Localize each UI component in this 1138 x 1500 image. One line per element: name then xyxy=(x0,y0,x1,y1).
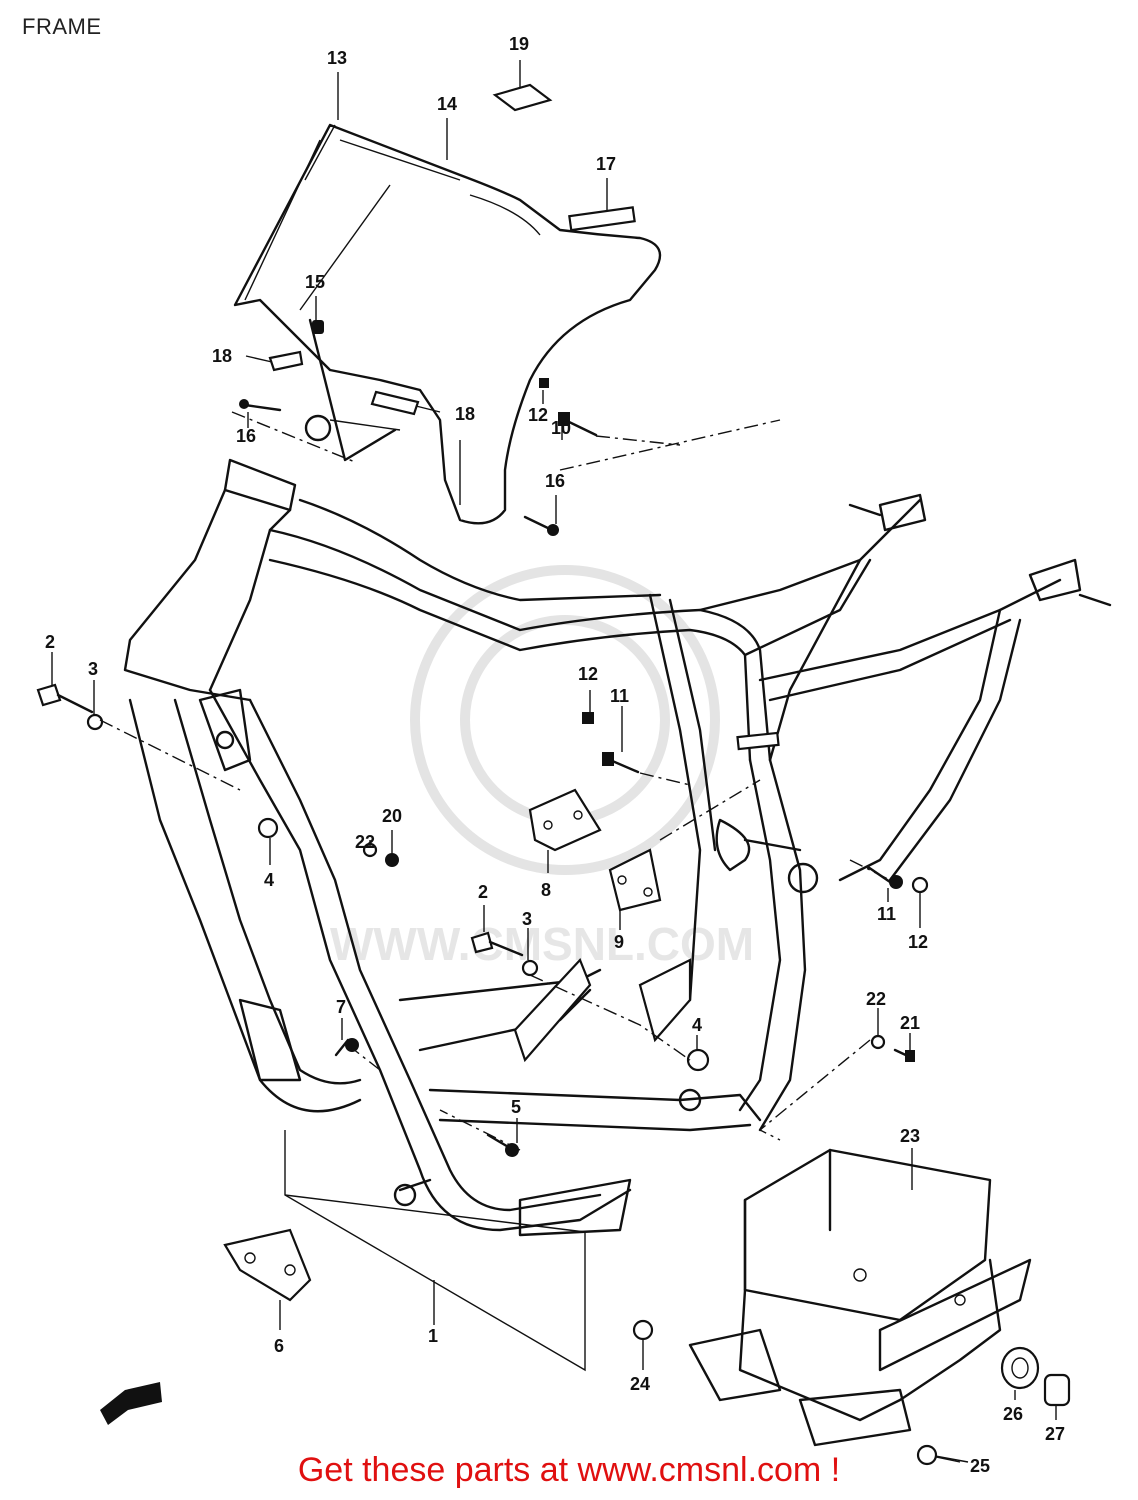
callout-16b: 16 xyxy=(545,471,565,491)
callout-2b: 2 xyxy=(478,882,488,902)
washer-3b xyxy=(521,959,539,977)
callout-17: 17 xyxy=(596,154,616,174)
callout-21: 21 xyxy=(900,1013,920,1033)
plate-17 xyxy=(568,206,636,232)
callout-8: 8 xyxy=(541,880,551,900)
callout-9: 9 xyxy=(614,932,624,952)
callout-24: 24 xyxy=(630,1374,650,1394)
main-frame xyxy=(123,414,1112,1237)
callout-12c: 12 xyxy=(908,932,928,952)
callout-labels: 1 2 2 3 3 4 4 5 6 7 8 9 10 11 11 12 12 1… xyxy=(45,34,1065,1476)
callout-22a: 22 xyxy=(355,832,375,852)
callout-13: 13 xyxy=(327,48,347,68)
bracket-9 xyxy=(608,848,662,912)
callout-4b: 4 xyxy=(692,1015,702,1035)
callout-25: 25 xyxy=(970,1456,990,1476)
callout-18a: 18 xyxy=(212,346,232,366)
callout-6: 6 xyxy=(274,1336,284,1356)
callout-5: 5 xyxy=(511,1097,521,1117)
bolt-5 xyxy=(486,1133,512,1150)
plate-lower xyxy=(513,957,592,1063)
bracket-8 xyxy=(528,788,602,852)
grommet-26 xyxy=(1000,1346,1040,1390)
nut-4b xyxy=(686,1048,710,1072)
emblem-19 xyxy=(492,83,553,112)
front-arrow-icon xyxy=(100,1382,162,1425)
nut-12c xyxy=(911,876,929,894)
bolt-25 xyxy=(916,1444,938,1466)
callout-3b: 3 xyxy=(522,909,532,929)
leader-lines xyxy=(51,60,1057,1463)
callout-2a: 2 xyxy=(45,632,55,652)
callout-12a: 12 xyxy=(578,664,598,684)
bolt-2b xyxy=(470,931,494,954)
bolt-2a xyxy=(36,683,62,707)
callout-22b: 22 xyxy=(866,989,886,1009)
bolt-16a xyxy=(243,403,282,412)
bracket-6 xyxy=(223,1228,312,1302)
callout-7: 7 xyxy=(336,997,346,1017)
nut-12a xyxy=(582,712,594,724)
cushion-18b xyxy=(370,390,420,416)
callout-27: 27 xyxy=(1045,1424,1065,1444)
alignment-lines xyxy=(99,411,891,1151)
callout-15: 15 xyxy=(305,272,325,292)
callout-1: 1 xyxy=(428,1326,438,1346)
callout-4a: 4 xyxy=(264,870,274,890)
callout-20: 20 xyxy=(382,806,402,826)
callout-23: 23 xyxy=(900,1126,920,1146)
brackets-and-fasteners xyxy=(36,378,929,1302)
callout-18b: 18 xyxy=(455,404,475,424)
callout-14: 14 xyxy=(437,94,457,114)
collar-27 xyxy=(1043,1373,1071,1407)
nut-24 xyxy=(632,1319,654,1341)
page-title: FRAME xyxy=(22,14,102,39)
callout-12b: 12 xyxy=(528,405,548,425)
cover-small-parts xyxy=(239,83,636,536)
bolt-20 xyxy=(385,853,399,867)
screw-15 xyxy=(312,320,324,334)
watermark-text: WWW.CMSNL.COM xyxy=(330,918,754,970)
footer-link-text[interactable]: Get these parts at www.cmsnl.com ! xyxy=(297,1451,841,1489)
callout-19: 19 xyxy=(509,34,529,54)
bolt-11a xyxy=(608,758,640,774)
callout-16a: 16 xyxy=(236,426,256,446)
callout-3a: 3 xyxy=(88,659,98,679)
cushion-18a xyxy=(268,350,304,372)
callout-26: 26 xyxy=(1003,1404,1023,1424)
callout-11a: 11 xyxy=(610,686,629,706)
callout-11b: 11 xyxy=(877,904,896,924)
nut-4a xyxy=(257,817,279,839)
callout-10: 10 xyxy=(551,418,571,438)
bolt-10 xyxy=(563,418,598,437)
nut-12b xyxy=(539,378,549,388)
plate-rear xyxy=(638,958,692,1043)
side-cover-assembly xyxy=(233,123,662,525)
washer-3a xyxy=(86,713,104,731)
battery-holder-assembly xyxy=(632,1148,1071,1466)
washer-22b xyxy=(870,1034,886,1050)
